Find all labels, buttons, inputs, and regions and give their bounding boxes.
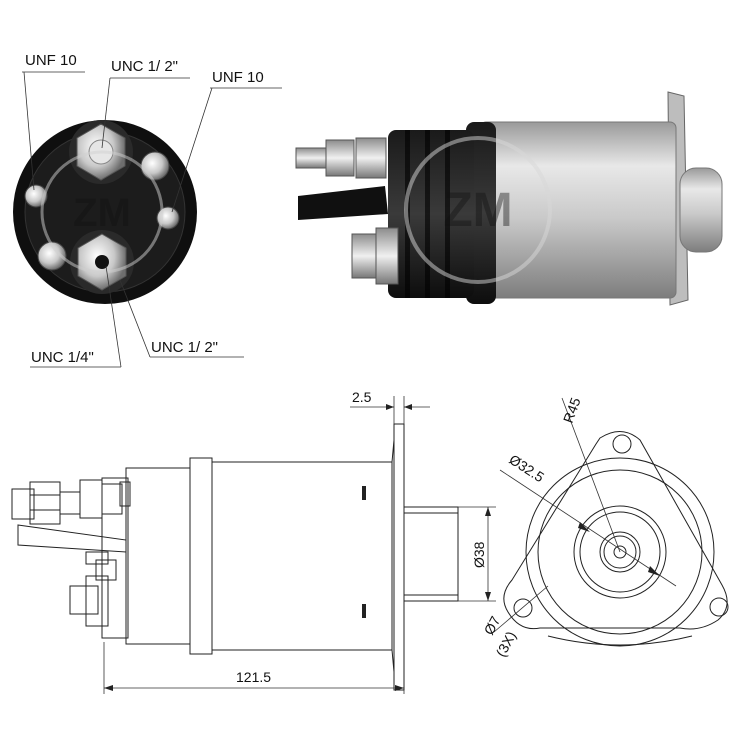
- black-tab: [298, 186, 388, 220]
- watermark-logo-side: ZM: [443, 184, 512, 237]
- bottom-stud: [351, 233, 379, 279]
- flange-end-view: [493, 397, 729, 647]
- callout-leaders: [22, 71, 282, 368]
- watermark-ring-side: [404, 136, 552, 284]
- dim-inner-diameter-label: Ø32.5: [506, 451, 547, 485]
- callout-unc-quarter: UNC 1/4": [31, 349, 94, 366]
- dim-overall-length: [103, 642, 405, 694]
- dim-flange-thickness: [350, 396, 430, 424]
- dim-flange-thickness-label: 2.5: [352, 389, 372, 405]
- watermark-logo: ZM: [73, 191, 131, 235]
- blind-plug-lower: [37, 241, 67, 271]
- watermark-ring: [40, 150, 164, 274]
- dim-hole-diameter-label: Ø7: [481, 613, 504, 637]
- dim-plunger-diameter: [458, 506, 496, 602]
- callout-unc-half-bottom: UNC 1/ 2": [151, 339, 218, 356]
- dim-plunger-diameter-label: Ø38: [471, 541, 487, 568]
- dim-overall-length-label: 121.5: [236, 669, 271, 685]
- callout-unc-half-top: UNC 1/ 2": [111, 58, 178, 75]
- dim-radius-label: R45: [560, 395, 584, 425]
- side-line-drawing: [11, 423, 459, 691]
- plunger-nose: [679, 167, 723, 253]
- side-view-photo: ZM: [295, 91, 723, 306]
- end-view-photo: ZM: [13, 120, 197, 304]
- large-terminal-bottom: [70, 230, 134, 294]
- callout-unf10-left: UNF 10: [25, 52, 77, 69]
- callout-unf10-right: UNF 10: [212, 69, 264, 86]
- blind-plug-upper: [140, 151, 170, 181]
